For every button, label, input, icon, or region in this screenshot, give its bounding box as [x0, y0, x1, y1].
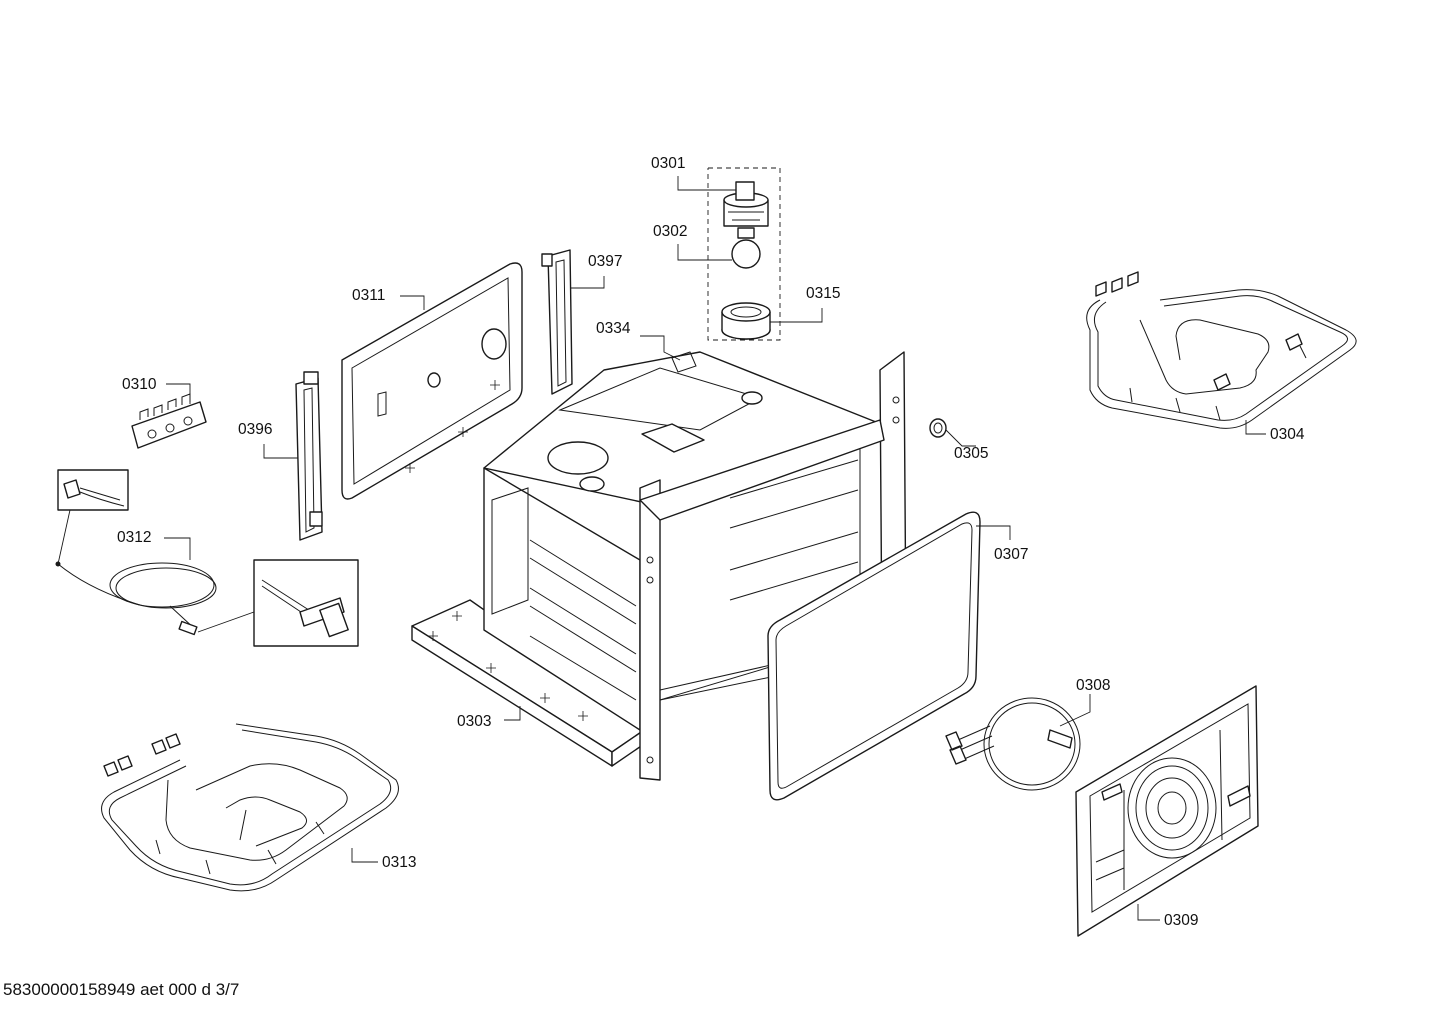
callout-0301: 0301 — [651, 155, 685, 172]
callout-0334: 0334 — [596, 320, 631, 337]
callout-0302: 0302 — [653, 223, 687, 240]
callout-0305: 0305 — [954, 445, 988, 462]
callout-0313: 0313 — [382, 854, 416, 871]
right-shelf-rail-part — [541, 249, 573, 395]
top-heating-element-part — [1086, 271, 1357, 429]
lamp-assembly-group — [707, 167, 781, 341]
callout-0396: 0396 — [238, 421, 272, 438]
callout-0312: 0312 — [117, 529, 151, 546]
left-shelf-rail-part — [295, 371, 323, 541]
callout-0307: 0307 — [994, 546, 1028, 563]
door-seal-gasket-part — [767, 511, 981, 801]
temperature-sensor-part — [55, 469, 359, 647]
document-code: 58300000158949 aet 000 d 3/7 — [3, 980, 240, 999]
oven-floor-plate-part — [411, 599, 651, 767]
callout-0304: 0304 — [1270, 426, 1305, 443]
callout-labels: 0301 0302 0315 0397 0311 0334 0310 0396 … — [117, 155, 1305, 929]
oven-cavity-part — [483, 351, 907, 781]
callout-0309: 0309 — [1164, 912, 1198, 929]
rear-side-panel-part — [341, 262, 523, 500]
circular-heating-element-part — [945, 697, 1081, 791]
terminal-block-part — [131, 393, 207, 449]
callout-0310: 0310 — [122, 376, 157, 393]
lamp-bulb-part — [731, 227, 761, 269]
callout-0397: 0397 — [588, 253, 622, 270]
leader-lines — [164, 176, 1266, 921]
lamp-cover-part — [721, 302, 771, 340]
small-bushing-part — [929, 418, 947, 438]
callout-0311: 0311 — [352, 287, 385, 304]
rear-fan-cover-part — [1075, 685, 1259, 937]
bottom-heating-element-part — [101, 723, 399, 892]
callout-0315: 0315 — [806, 285, 840, 302]
lamp-socket-part — [723, 181, 769, 227]
callout-0303: 0303 — [457, 713, 491, 730]
callout-0308: 0308 — [1076, 677, 1110, 694]
